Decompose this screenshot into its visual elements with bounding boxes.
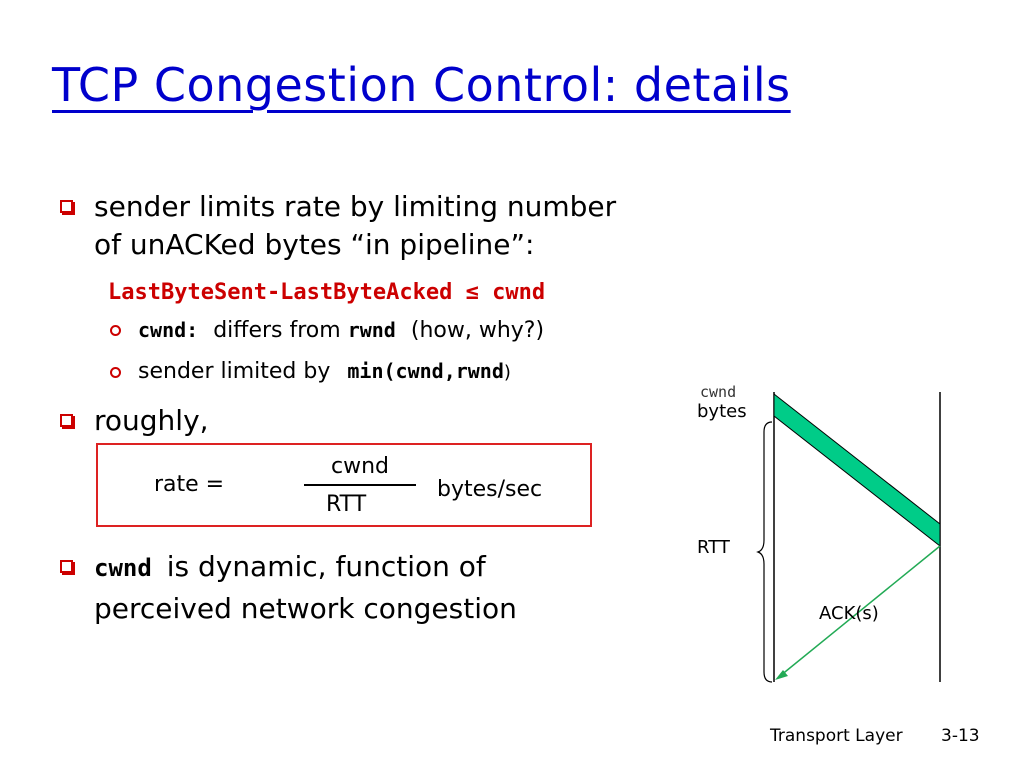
ack-label: ACK(s) <box>819 603 879 624</box>
pipeline-formula: LastByteSent-LastByteAcked ≤ cwnd <box>108 280 546 305</box>
bullet-2: roughly, <box>94 404 209 437</box>
rtt-label: RTT <box>697 537 730 558</box>
bullet-3-text: is dynamic, function of <box>166 550 486 583</box>
square-bullet-icon <box>60 200 75 215</box>
sub-bullet-1-text: differs from <box>213 318 341 343</box>
min-code-paren: ) <box>503 362 511 383</box>
cwnd-code: cwnd: <box>138 318 199 342</box>
sub-bullet-2-text: sender limited by <box>138 359 331 384</box>
min-code: min(cwnd,rwnd <box>347 359 504 383</box>
square-bullet-icon <box>60 560 75 575</box>
rate-denominator: RTT <box>326 492 367 517</box>
slide-title: TCP Congestion Control: details <box>52 58 791 112</box>
bullet-3-line-1: cwnd is dynamic, function of <box>94 548 486 587</box>
cwnd-label: cwnd <box>700 383 737 401</box>
cwnd-timing-diagram <box>756 392 941 683</box>
page-number: 3-13 <box>941 726 980 746</box>
sub-bullet-1: cwnd: differs from rwnd (how, why?) <box>138 318 544 343</box>
bullet-1-line-2: of unACKed bytes “in pipeline”: <box>94 228 535 261</box>
rate-unit: bytes/sec <box>437 477 543 502</box>
rate-lhs: rate = <box>154 472 225 497</box>
ack-line <box>779 545 941 677</box>
square-bullet-icon <box>60 414 75 429</box>
cwnd-bytes-band <box>773 392 941 548</box>
rwnd-code: rwnd <box>347 318 396 342</box>
circle-bullet-icon <box>110 325 121 336</box>
cwnd-code: cwnd <box>94 554 152 582</box>
bullet-3-line-2: perceived network congestion <box>94 592 517 625</box>
sub-bullet-1-tail: (how, why?) <box>410 318 545 343</box>
bullet-1-line-1: sender limits rate by limiting number <box>94 190 617 223</box>
fraction-bar <box>304 484 416 486</box>
ack-arrowhead <box>775 670 788 680</box>
rtt-brace <box>756 421 773 683</box>
rate-formula-box <box>96 443 592 527</box>
footer-label: Transport Layer <box>770 726 903 746</box>
rate-numerator: cwnd <box>331 454 389 479</box>
circle-bullet-icon <box>110 367 121 378</box>
bytes-label: bytes <box>697 401 747 422</box>
sub-bullet-2: sender limited by min(cwnd,rwnd) <box>138 359 511 384</box>
